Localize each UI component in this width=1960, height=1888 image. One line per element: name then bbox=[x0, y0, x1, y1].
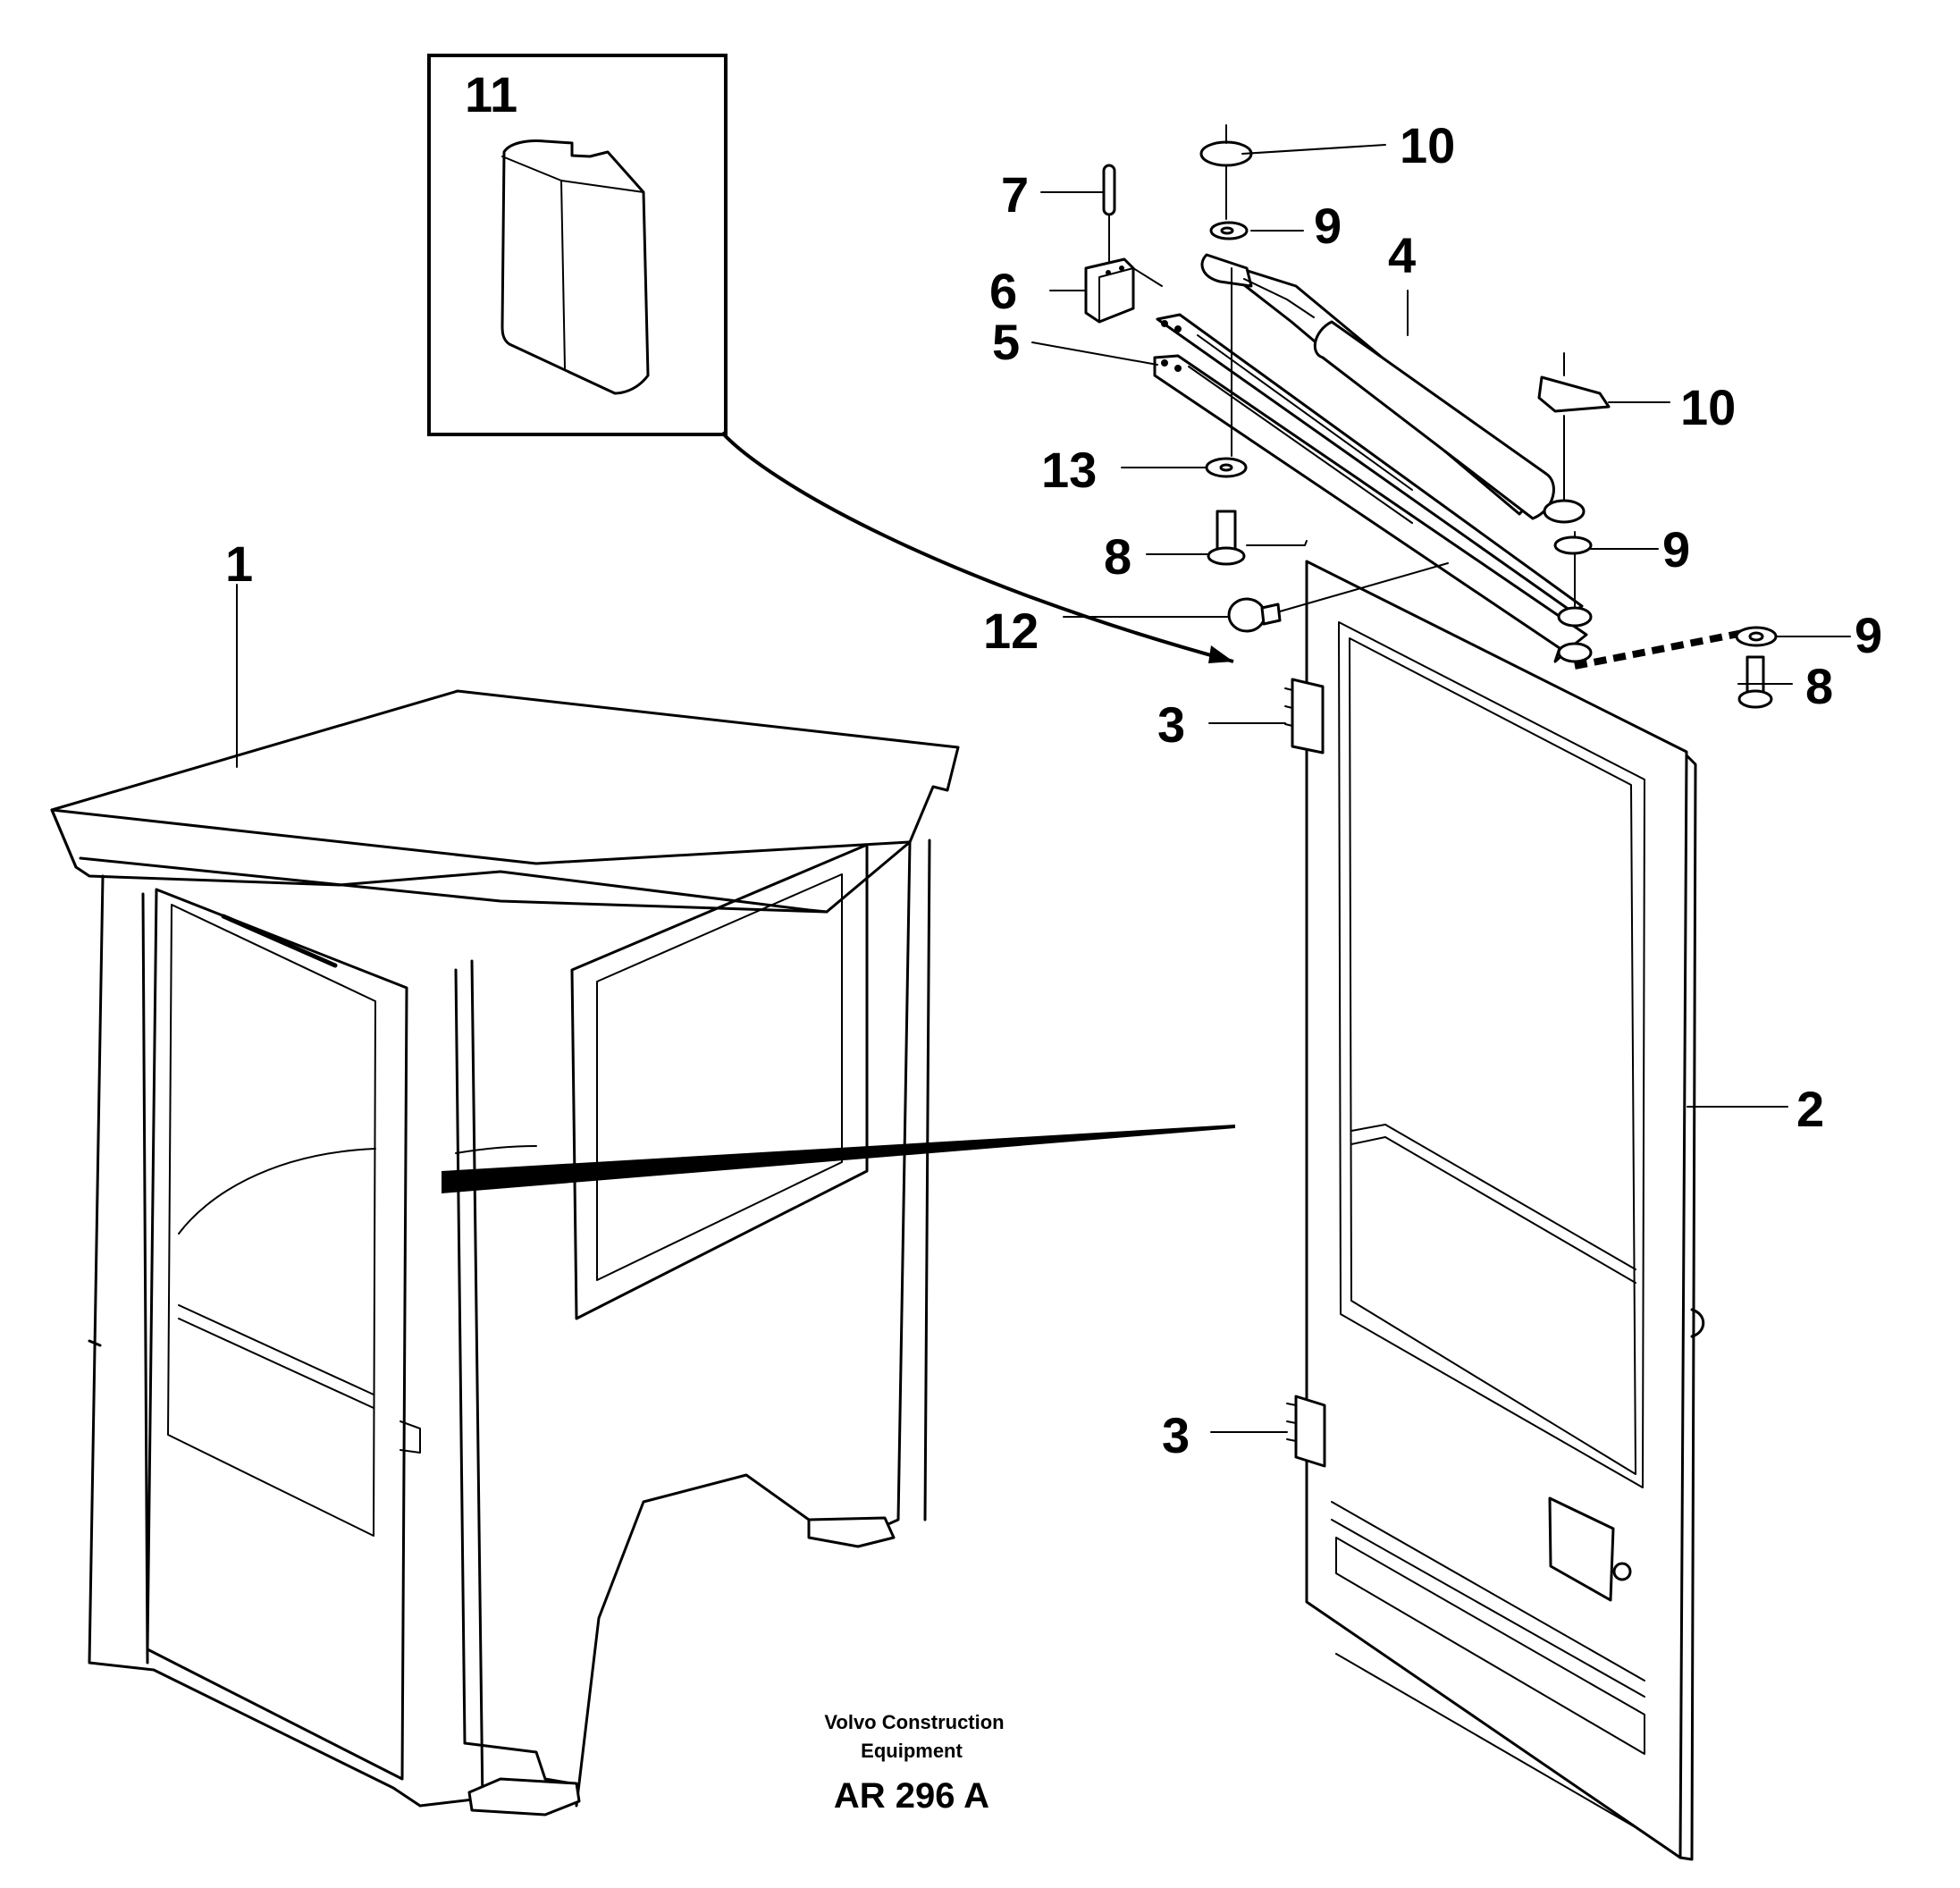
part-labels: 1 2 3 3 4 5 6 7 8 8 9 9 9 10 10 11 12 13 bbox=[225, 66, 1882, 1463]
label-part-4: 4 bbox=[1388, 227, 1416, 283]
inset-detail-box bbox=[427, 54, 728, 436]
strut-assembly bbox=[1084, 124, 1778, 709]
label-part-10-top: 10 bbox=[1400, 117, 1455, 173]
figure-code: AR 296 A bbox=[834, 1776, 989, 1816]
credit-company-line2: Equipment bbox=[861, 1740, 963, 1762]
door-illustration bbox=[1305, 560, 1705, 1861]
label-part-10-right: 10 bbox=[1680, 379, 1736, 435]
label-part-9-mid: 9 bbox=[1662, 521, 1690, 577]
leader-lines bbox=[236, 144, 1851, 1433]
credit-company: Volvo Construction bbox=[824, 1711, 1004, 1733]
credit-block: Volvo Construction Equipment AR 296 A bbox=[824, 1711, 1004, 1816]
glass-leader-line bbox=[442, 1125, 1235, 1193]
hinge-lower bbox=[1286, 1395, 1326, 1468]
label-part-3-lower: 3 bbox=[1162, 1407, 1190, 1463]
inset-leader-line bbox=[720, 431, 1234, 663]
label-part-7: 7 bbox=[1001, 166, 1029, 223]
label-part-13: 13 bbox=[1041, 442, 1097, 498]
label-part-11: 11 bbox=[465, 66, 517, 122]
label-part-9-top: 9 bbox=[1314, 198, 1342, 254]
label-part-3-upper: 3 bbox=[1157, 696, 1185, 753]
label-part-2: 2 bbox=[1796, 1081, 1824, 1137]
label-part-6: 6 bbox=[989, 263, 1017, 319]
label-part-1: 1 bbox=[225, 535, 253, 592]
inset-leader-arrow bbox=[1208, 645, 1233, 663]
label-part-5: 5 bbox=[992, 314, 1020, 370]
label-part-8-left: 8 bbox=[1104, 528, 1131, 585]
label-part-12: 12 bbox=[983, 603, 1039, 659]
label-part-9-right: 9 bbox=[1855, 607, 1882, 663]
cab-illustration bbox=[50, 689, 960, 1816]
label-part-8-right: 8 bbox=[1805, 658, 1833, 714]
hinge-upper bbox=[1284, 678, 1325, 754]
